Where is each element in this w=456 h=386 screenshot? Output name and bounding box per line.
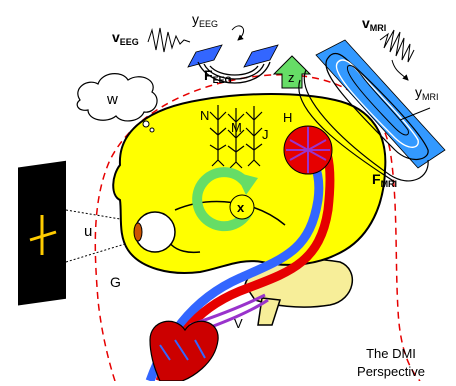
label-v-mri: vMRI: [362, 15, 386, 33]
label-y-eeg: yEEG: [192, 11, 218, 29]
neuron-column-icon: [210, 105, 262, 168]
caption-line-2: Perspective: [357, 364, 425, 379]
label-h: H: [283, 110, 292, 125]
mri-waveform: [380, 30, 414, 62]
brainstem: [258, 298, 280, 325]
caption-line-1: The DMI: [366, 346, 416, 361]
label-n: N: [200, 108, 209, 123]
label-z: z: [288, 70, 295, 85]
label-u: u: [84, 223, 92, 240]
label-w: w: [106, 91, 118, 108]
label-g: G: [110, 274, 121, 290]
label-j: J: [262, 127, 269, 142]
eeg-waveform: [148, 28, 190, 52]
mri-output-arrow: [392, 60, 408, 80]
label-m: M: [231, 120, 242, 135]
label-x: x: [237, 200, 245, 215]
label-f-eeg: FEEG: [204, 67, 232, 85]
eye-icon: [134, 212, 175, 252]
heart-icon: [150, 321, 218, 381]
eeg-output-arrow: [232, 26, 244, 40]
label-v: V: [234, 316, 243, 331]
vascular-bed-icon: [284, 126, 332, 174]
label-y-mri: yMRI: [415, 84, 439, 102]
eeg-sensor-icon: [188, 45, 278, 83]
label-v-eeg: vEEG: [112, 29, 139, 47]
